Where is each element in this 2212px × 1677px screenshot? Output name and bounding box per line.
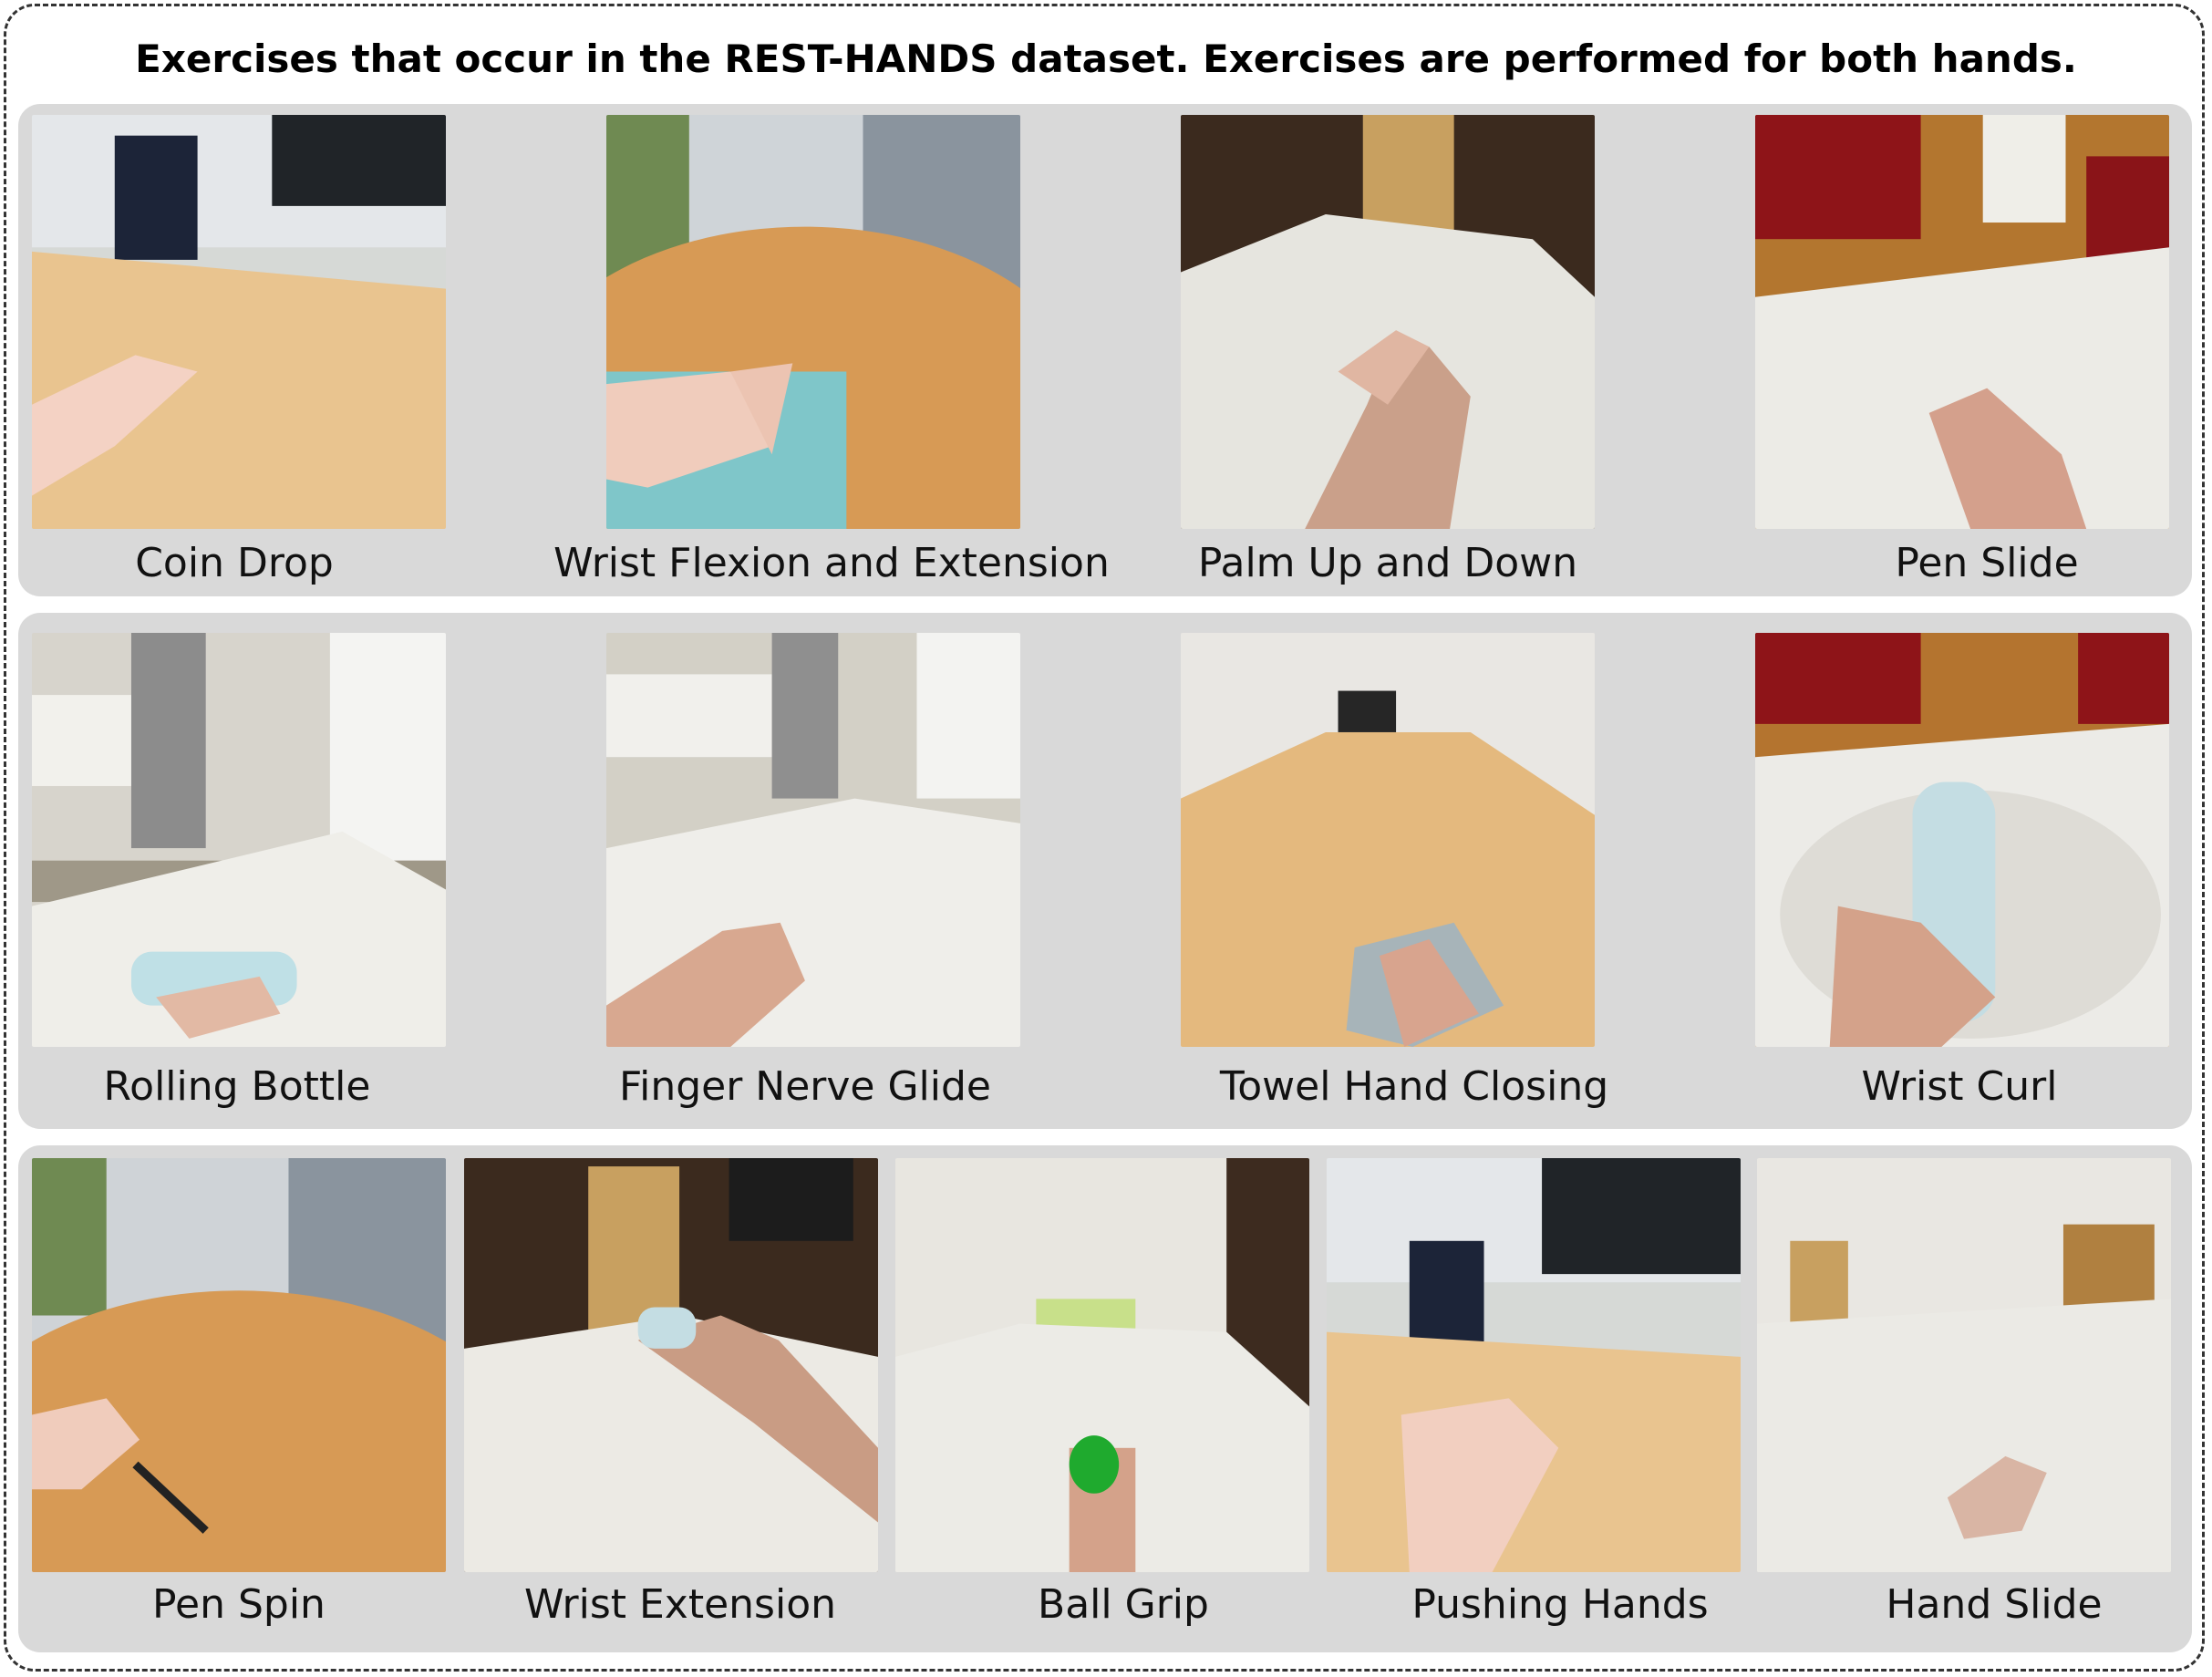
- exercise-photo: [1327, 1158, 1741, 1572]
- exercise-photo: [1757, 1158, 2171, 1572]
- exercise-caption: Pen Spin: [152, 1581, 326, 1628]
- exercise-photo: [895, 1158, 1309, 1572]
- exercise-photo: [1755, 633, 2169, 1047]
- exercise-caption: Finger Nerve Glide: [618, 1063, 992, 1110]
- exercise-caption: Rolling Bottle: [103, 1063, 371, 1110]
- exercise-caption: Pen Slide: [1895, 540, 2079, 586]
- exercise-caption: Pushing Hands: [1411, 1581, 1709, 1628]
- exercise-photo: [1755, 115, 2169, 529]
- exercise-photo: [606, 115, 1020, 529]
- exercise-photo: [32, 115, 446, 529]
- exercise-photo: [464, 1158, 878, 1572]
- exercise-caption: Palm Up and Down: [1197, 540, 1578, 586]
- exercise-row-1: Coin Drop Wrist Flexion and Extension: [18, 104, 2192, 596]
- figure-title: Exercises that occur in the REST-HANDS d…: [135, 36, 2077, 81]
- exercise-photo: [606, 633, 1020, 1047]
- exercise-caption: Hand Slide: [1886, 1581, 2103, 1628]
- exercise-caption: Wrist Flexion and Extension: [553, 540, 1110, 586]
- exercise-caption: Ball Grip: [1038, 1581, 1209, 1628]
- figure-frame: [4, 4, 2205, 1672]
- exercise-photo: [32, 633, 446, 1047]
- exercise-row-2: Rolling Bottle Finger Nerve Glide: [18, 613, 2192, 1129]
- exercise-caption: Wrist Curl: [1861, 1063, 2058, 1110]
- exercise-photo: [32, 1158, 446, 1572]
- exercise-caption: Coin Drop: [135, 540, 334, 586]
- exercise-photo: [1181, 633, 1595, 1047]
- exercise-photo: [1181, 115, 1595, 529]
- exercise-caption: Wrist Extension: [523, 1581, 837, 1628]
- exercise-caption: Towel Hand Closing: [1219, 1063, 1609, 1110]
- exercise-row-3: Pen Spin Wrist Extension: [18, 1145, 2192, 1652]
